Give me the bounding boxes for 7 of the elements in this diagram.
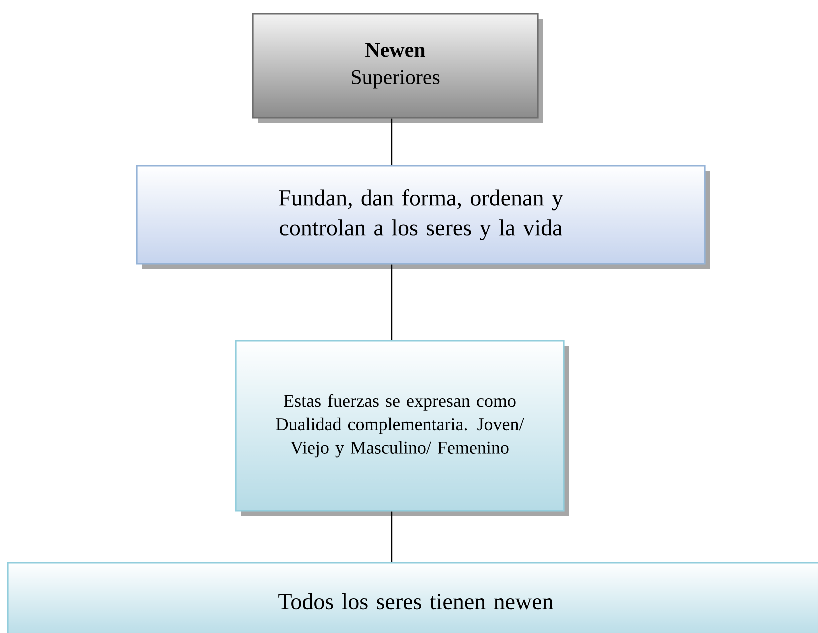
connector-line — [391, 264, 393, 340]
process-box: Todos los seres tienen newen — [7, 562, 818, 633]
connector-line — [391, 512, 393, 562]
connector-line — [391, 118, 393, 166]
title-box: Newen Superiores — [252, 13, 543, 123]
process-box: Estas fuerzas se expresan como Dualidad complementaria. Joven/ Viejo y Masculino/ Femenino — [235, 340, 569, 516]
process-box: Fundan, dan forma, ordenan y controlan a los seres y la vida — [136, 165, 710, 269]
